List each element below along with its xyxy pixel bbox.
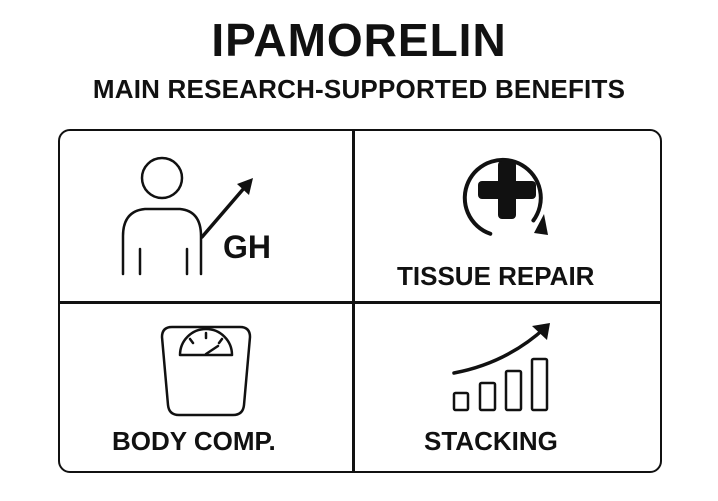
page-title: IPAMORELIN <box>211 14 507 66</box>
bar-chart-growth-icon <box>452 323 550 412</box>
benefit-card-tissue-repair: TISSUE REPAIR <box>354 131 660 301</box>
page-subtitle: MAIN RESEARCH-SUPPORTED BENEFITS <box>92 74 626 104</box>
benefit-label-tissue-repair: TISSUE REPAIR <box>397 261 595 291</box>
benefits-grid: GH TISSUE REPAIR BODY COMP. <box>58 129 662 473</box>
benefit-label-body-comp: BODY COMP. <box>112 426 276 456</box>
benefit-label-gh: GH <box>223 229 271 265</box>
benefit-label-stacking: STACKING <box>424 426 558 456</box>
benefit-card-stacking: STACKING <box>354 303 660 471</box>
benefit-card-body-comp: BODY COMP. <box>60 303 352 471</box>
medical-cross-cycle-icon <box>462 157 548 236</box>
benefit-card-gh: GH <box>60 131 352 301</box>
grid-horizontal-divider <box>60 301 660 304</box>
weight-scale-icon <box>160 325 252 417</box>
person-arrow-up-icon <box>121 156 253 276</box>
